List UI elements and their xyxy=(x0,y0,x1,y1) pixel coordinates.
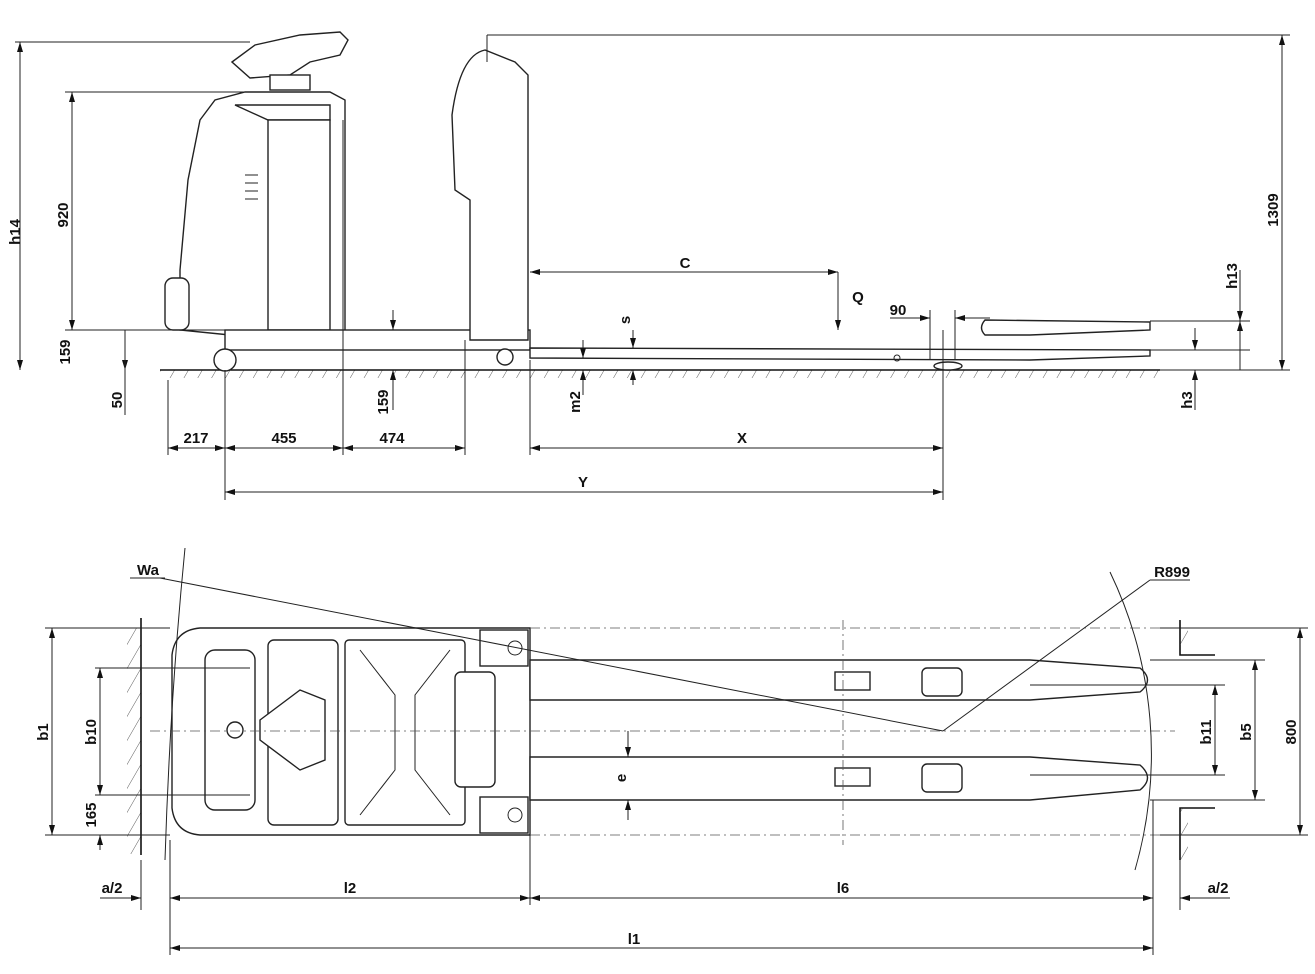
label-l2: l2 xyxy=(344,880,357,897)
label-b10: b10 xyxy=(83,719,100,745)
label-C: C xyxy=(680,255,691,272)
forks-side xyxy=(529,319,1151,371)
label-b5: b5 xyxy=(1238,723,1255,741)
label-50: 50 xyxy=(109,392,126,409)
label-Y: Y xyxy=(578,474,588,491)
label-h14: h14 xyxy=(7,218,24,245)
label-a2-right: a/2 xyxy=(1208,880,1229,897)
label-a2-left: a/2 xyxy=(102,880,123,897)
label-R899: R899 xyxy=(1154,564,1190,581)
label-h13: h13 xyxy=(1224,263,1241,289)
label-s: s xyxy=(617,316,634,324)
side-dimensions xyxy=(15,34,1290,500)
label-165: 165 xyxy=(83,802,100,827)
label-Wa: Wa xyxy=(137,562,160,579)
label-455: 455 xyxy=(271,430,296,447)
label-800: 800 xyxy=(1283,719,1300,744)
label-159-left: 159 xyxy=(57,339,74,364)
label-X: X xyxy=(737,430,747,447)
label-1309: 1309 xyxy=(1265,193,1282,226)
label-h3: h3 xyxy=(1179,391,1196,409)
top-dimensions xyxy=(45,547,1308,955)
ground-hatch xyxy=(160,370,1160,378)
load-wheel xyxy=(933,361,963,371)
forks-top xyxy=(529,659,1149,801)
label-159-mid: 159 xyxy=(375,389,392,414)
label-l1: l1 xyxy=(628,931,641,948)
top-view: Wa R899 b1 b10 165 a/2 l2 l6 a/2 l1 b11 … xyxy=(35,547,1308,955)
label-m2: m2 xyxy=(567,391,584,413)
truck-top-body xyxy=(171,627,531,836)
label-920: 920 xyxy=(55,202,72,227)
label-90: 90 xyxy=(890,302,907,319)
aisle-wall-left xyxy=(127,628,141,854)
label-474: 474 xyxy=(379,430,405,447)
truck-side-body xyxy=(164,31,531,372)
label-217: 217 xyxy=(183,430,208,447)
drive-wheel xyxy=(213,348,237,372)
steering-tiller xyxy=(259,689,326,771)
label-b1: b1 xyxy=(35,723,52,741)
label-e: e xyxy=(613,774,630,782)
label-b11: b11 xyxy=(1198,719,1215,744)
side-view: h14 920 159 50 217 455 474 159 X Y C Q s… xyxy=(7,31,1290,500)
label-Q: Q xyxy=(852,289,864,306)
platform-mat xyxy=(344,639,466,826)
label-l6: l6 xyxy=(837,880,850,897)
